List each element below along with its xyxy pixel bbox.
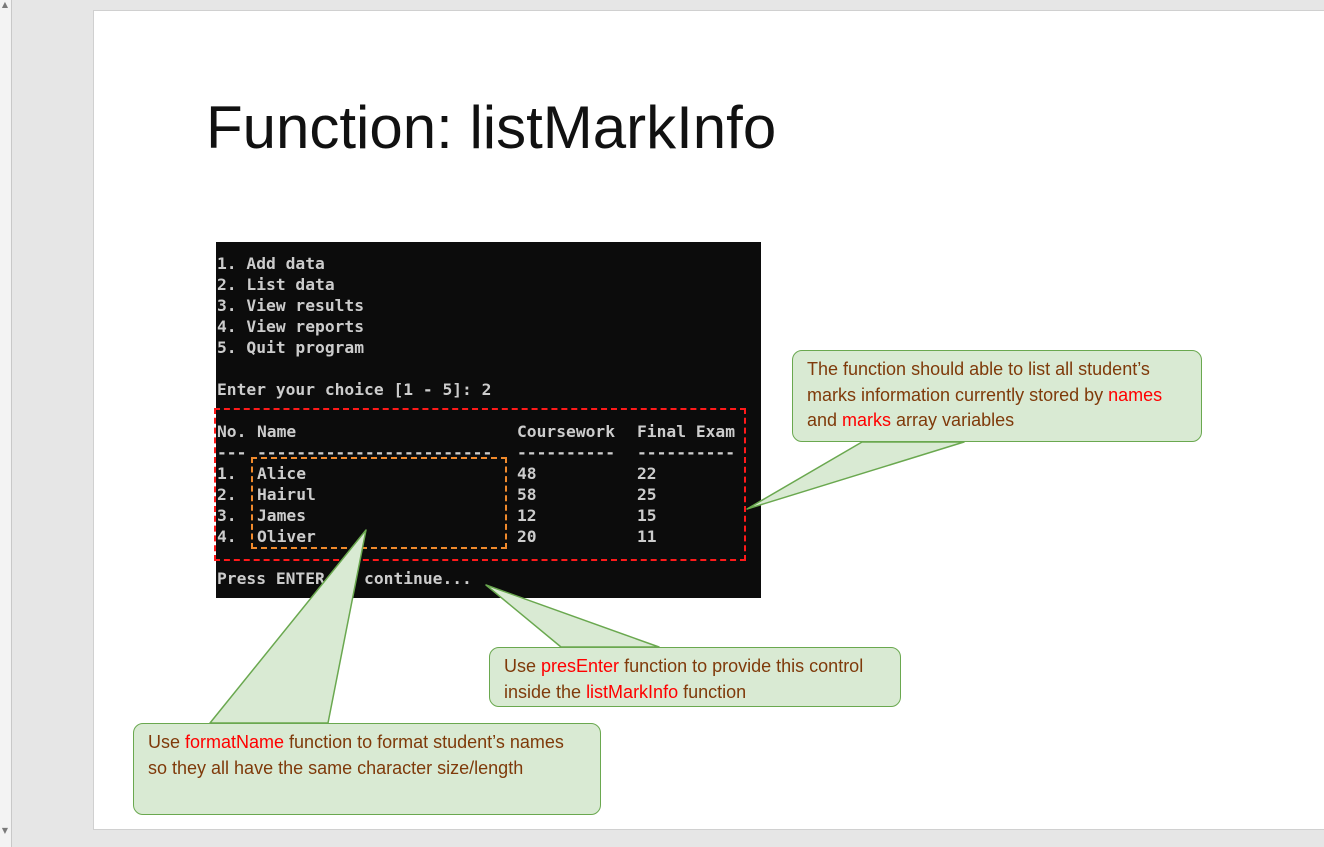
callout-text: function to format student’s names so th…: [148, 732, 564, 778]
callout-text: The function should able to list all stu…: [807, 359, 1150, 405]
row-coursework: 12: [517, 506, 537, 525]
callout-text: function to provide this control inside …: [504, 656, 864, 702]
col-underline-no: ---: [217, 443, 247, 462]
col-header-no: No.: [217, 422, 247, 441]
row-coursework: 58: [517, 485, 537, 504]
format-callout-tail: [209, 529, 367, 724]
row-no: 2.: [217, 485, 237, 504]
col-underline-final: ----------: [637, 443, 736, 462]
callout-format-name: Use formatName function to format studen…: [133, 723, 601, 815]
row-final: 22: [637, 464, 657, 483]
row-final: 25: [637, 485, 657, 504]
console-menu-item: 5. Quit program: [217, 338, 365, 357]
callout-highlight: marks: [842, 410, 892, 430]
scroll-down-arrow-icon[interactable]: ▼: [1, 826, 9, 835]
console-prompt: Enter your choice [1 - 5]: 2: [217, 380, 492, 399]
callout-text: and: [807, 410, 843, 430]
enter-callout-tail: [485, 584, 660, 648]
callout-highlight: formatName: [185, 732, 285, 752]
callout-text: Use: [148, 732, 186, 752]
console-footer: Press ENTER to continue...: [217, 569, 472, 588]
console-screenshot: 1. Add data 2. List data 3. View results…: [216, 242, 761, 598]
row-name: Oliver: [257, 527, 316, 546]
slide-canvas: Function: listMarkInfo 1. Add data 2. Li…: [93, 10, 1324, 830]
names-highlight-box: [251, 457, 507, 549]
scroll-up-arrow-icon[interactable]: ▲: [1, 0, 9, 9]
callout-highlight: listMarkInfo: [586, 681, 679, 702]
table-highlight-box: [214, 408, 746, 561]
row-coursework: 20: [517, 527, 537, 546]
console-menu-item: 2. List data: [217, 275, 335, 294]
left-scroll-strip[interactable]: ▲ ▼: [0, 0, 12, 847]
row-name: Hairul: [257, 485, 316, 504]
row-no: 1.: [217, 464, 237, 483]
callout-text: function: [678, 681, 747, 702]
callout-text: array variables: [891, 410, 1015, 430]
callout-text: Use: [504, 656, 542, 676]
console-menu-item: 4. View reports: [217, 317, 365, 336]
col-header-name: Name: [257, 422, 297, 441]
console-menu-item: 3. View results: [217, 296, 365, 315]
list-callout-tail: [746, 441, 965, 510]
row-no: 4.: [217, 527, 237, 546]
col-header-final: Final Exam: [637, 422, 736, 441]
callout-highlight: presEnter: [541, 656, 620, 676]
callout-highlight: names: [1108, 384, 1163, 405]
row-name: James: [257, 506, 307, 525]
callout-list-info: The function should able to list all stu…: [792, 350, 1202, 442]
row-name: Alice: [257, 464, 307, 483]
console-menu-item: 1. Add data: [217, 254, 325, 273]
row-coursework: 48: [517, 464, 537, 483]
row-final: 15: [637, 506, 657, 525]
slide-title: Function: listMarkInfo: [206, 94, 777, 161]
col-header-coursework: Coursework: [517, 422, 616, 441]
callout-press-enter: Use presEnter function to provide this c…: [489, 647, 901, 707]
row-no: 3.: [217, 506, 237, 525]
row-final: 11: [637, 527, 657, 546]
col-underline-coursework: ----------: [517, 443, 616, 462]
